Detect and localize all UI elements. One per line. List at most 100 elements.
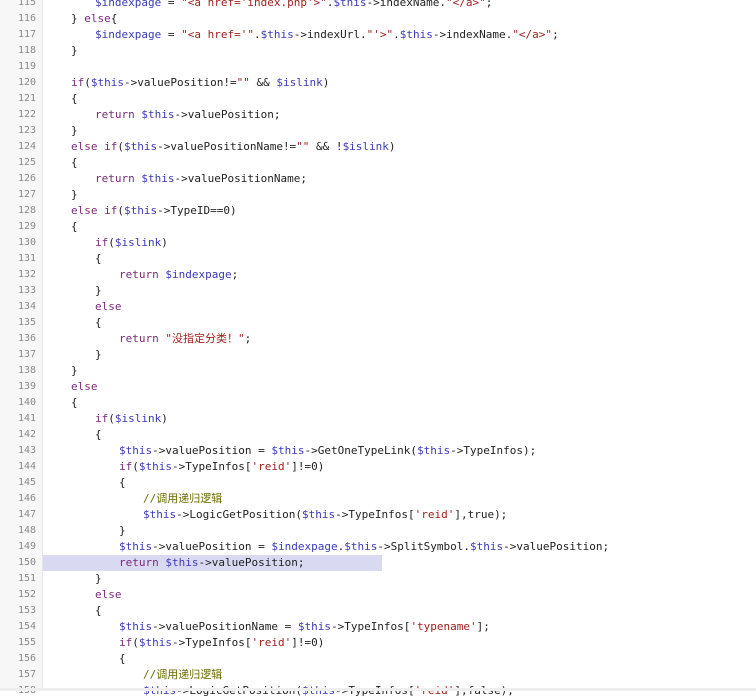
code-line[interactable]: 140{ xyxy=(0,395,756,411)
code-text: $this->valuePosition = $this->GetOneType… xyxy=(43,443,536,459)
line-number: 135 xyxy=(17,317,36,328)
code-token: } xyxy=(119,524,126,537)
code-line[interactable]: 116} else{ xyxy=(0,11,756,27)
code-line[interactable]: 115$indexpage = "<a href='index.php'>".$… xyxy=(0,0,756,11)
code-line[interactable]: 133} xyxy=(0,283,756,299)
code-line[interactable]: 148} xyxy=(0,523,756,539)
code-token: 'reid' xyxy=(251,636,292,649)
code-token: ; xyxy=(552,28,559,41)
code-token: return xyxy=(119,556,159,569)
code-token: = xyxy=(161,28,182,41)
code-line[interactable]: 123} xyxy=(0,123,756,139)
line-number: 129 xyxy=(17,221,36,232)
code-token: if xyxy=(71,76,85,89)
code-text: } xyxy=(43,283,102,299)
code-line[interactable]: 142{ xyxy=(0,427,756,443)
code-text: { xyxy=(43,427,102,443)
code-line[interactable]: 151} xyxy=(0,571,756,587)
code-line[interactable]: 137} xyxy=(0,347,756,363)
line-number: 130 xyxy=(17,237,36,248)
code-text: //调用递归逻辑 xyxy=(43,667,222,683)
code-token: $this xyxy=(119,620,153,633)
line-number: 150 xyxy=(17,557,36,568)
code-text: else xyxy=(43,299,122,315)
code-token: 'reid' xyxy=(414,508,455,521)
code-line[interactable]: 146//调用递归逻辑 xyxy=(0,491,756,507)
line-number: 131 xyxy=(17,253,36,264)
code-token: $islink xyxy=(276,76,323,89)
code-token: else if xyxy=(71,204,118,217)
code-token: $islink xyxy=(114,236,162,249)
code-text: $this->valuePositionName = $this->TypeIn… xyxy=(43,619,490,635)
code-line[interactable]: 127} xyxy=(0,187,756,203)
code-token: ) xyxy=(161,412,168,425)
code-line[interactable]: 157//调用递归逻辑 xyxy=(0,667,756,683)
code-token: $this xyxy=(165,556,199,569)
code-line[interactable]: 154$this->valuePositionName = $this->Typ… xyxy=(0,619,756,635)
code-token: $this xyxy=(344,540,378,553)
code-token: $this xyxy=(301,508,336,521)
code-token: $indexpage xyxy=(95,0,162,9)
code-token: $this xyxy=(143,508,177,521)
editor-bottom-border xyxy=(0,688,756,691)
code-token: "<a href='index.php'>" xyxy=(181,0,327,9)
code-line[interactable]: 149$this->valuePosition = $indexpage.$th… xyxy=(0,539,756,555)
code-line[interactable]: 117$indexpage = "<a href='".$this->index… xyxy=(0,27,756,43)
code-token: . xyxy=(393,28,400,41)
code-line[interactable]: 145{ xyxy=(0,475,756,491)
code-token: ->valuePosition = xyxy=(152,444,272,457)
code-text: { xyxy=(43,91,78,107)
code-token: { xyxy=(119,652,126,665)
code-token: = xyxy=(161,0,182,9)
code-text: } xyxy=(43,363,78,379)
line-number: 116 xyxy=(17,13,36,24)
line-number: 139 xyxy=(17,381,36,392)
code-line[interactable]: 138} xyxy=(0,363,756,379)
line-number: 137 xyxy=(17,349,36,360)
code-token: else xyxy=(95,300,122,313)
code-token: ]; xyxy=(476,620,490,633)
code-text: { xyxy=(43,251,102,267)
code-line[interactable]: 135{ xyxy=(0,315,756,331)
code-text: else if($this->valuePositionName!="" && … xyxy=(43,139,396,155)
code-line[interactable]: 147$this->LogicGetPosition($this->TypeIn… xyxy=(0,507,756,523)
line-number: 146 xyxy=(17,493,36,504)
code-token: $this xyxy=(470,540,504,553)
code-line[interactable]: 119 xyxy=(0,59,756,75)
code-token: { xyxy=(95,428,102,441)
code-token: } xyxy=(71,188,78,201)
code-line[interactable]: 156{ xyxy=(0,651,756,667)
code-line[interactable]: 118} xyxy=(0,43,756,59)
code-line[interactable]: 129{ xyxy=(0,219,756,235)
code-line[interactable]: 158$this->LogicGetPosition($this->TypeIn… xyxy=(0,683,756,699)
code-token: ) xyxy=(161,236,168,249)
code-line[interactable]: 143$this->valuePosition = $this->GetOneT… xyxy=(0,443,756,459)
code-token: && xyxy=(249,76,277,89)
code-token: "</a>" xyxy=(446,0,486,9)
code-line[interactable]: 153{ xyxy=(0,603,756,619)
line-number: 151 xyxy=(17,573,36,584)
code-line[interactable]: 121{ xyxy=(0,91,756,107)
code-line[interactable]: 131 { xyxy=(0,251,756,267)
code-token: "没指定分类！" xyxy=(165,332,245,345)
code-token: else xyxy=(95,588,122,601)
code-line[interactable]: 125{ xyxy=(0,155,756,171)
code-token: ) xyxy=(322,76,330,89)
code-token: $indexpage xyxy=(95,28,162,41)
